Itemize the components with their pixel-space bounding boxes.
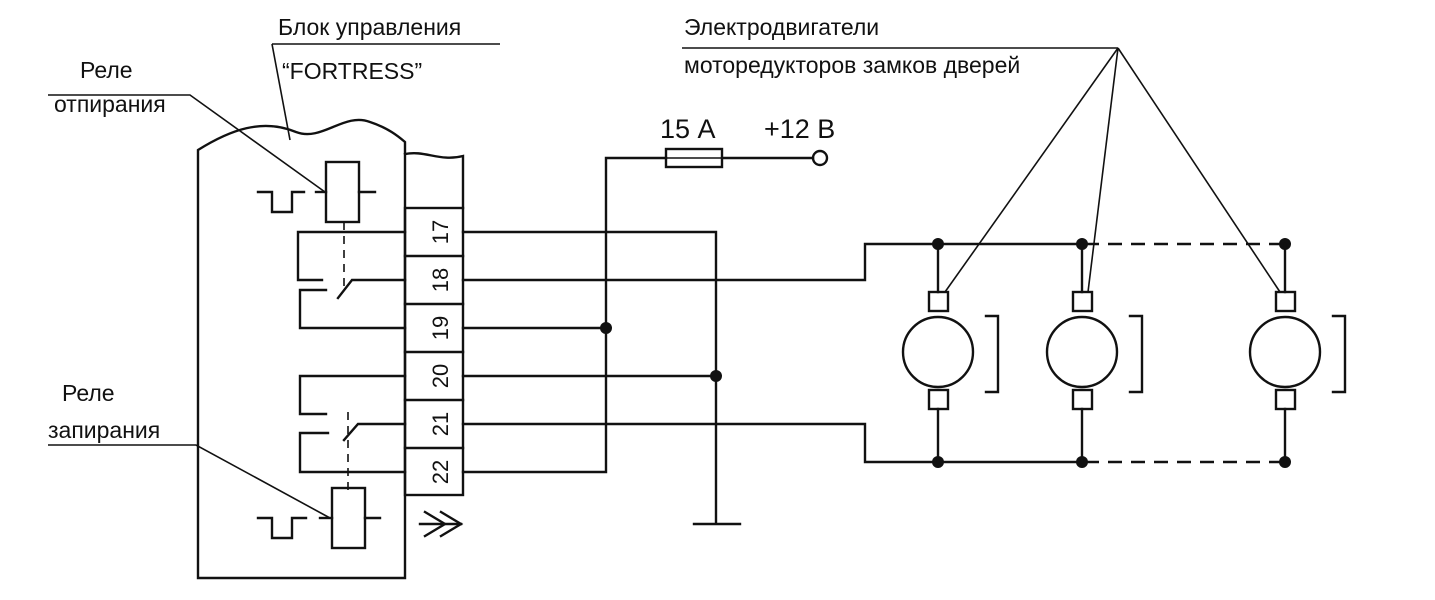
supply-voltage-label: +12 В xyxy=(764,114,835,144)
lock-relay-label-line2: запирания xyxy=(48,417,160,443)
supply-terminal xyxy=(811,149,829,167)
fuse-rating-label: 15 А xyxy=(660,114,716,144)
motor-bus-wiring xyxy=(461,242,1285,464)
pin-19: 19 xyxy=(428,316,453,340)
motor-2 xyxy=(1045,242,1144,464)
control-unit-label-line2: “FORTRESS” xyxy=(282,58,422,84)
control-unit-label-line1: Блок управления xyxy=(278,14,461,40)
pin-21: 21 xyxy=(428,412,453,436)
connector-block xyxy=(403,151,465,497)
svg-text:22: 22 xyxy=(428,460,453,484)
fuse xyxy=(664,147,724,169)
pin-20: 20 xyxy=(428,364,453,388)
svg-text:17: 17 xyxy=(428,220,453,244)
pin-17: 17 xyxy=(428,220,453,244)
motors-label-line1: Электродвигатели xyxy=(684,14,879,40)
lock-relay-coil xyxy=(256,486,382,550)
unlock-relay-contacts xyxy=(296,222,407,330)
ground-wiring xyxy=(461,230,742,526)
motor-1 xyxy=(901,242,1000,464)
unlock-relay-coil xyxy=(256,160,377,224)
control-unit-body xyxy=(196,118,407,580)
svg-text:21: 21 xyxy=(428,412,453,436)
connector-symbol xyxy=(418,510,464,538)
leader-lines xyxy=(48,43,1281,519)
motors-label-line2: моторедукторов замков дверей xyxy=(684,52,1020,78)
motor-3 xyxy=(1248,242,1347,464)
svg-text:20: 20 xyxy=(428,364,453,388)
unlock-relay-label-line2: отпирания xyxy=(54,91,166,117)
unlock-relay-label-line1: Реле xyxy=(80,57,133,83)
svg-text:19: 19 xyxy=(428,316,453,340)
svg-text:18: 18 xyxy=(428,268,453,292)
pin-22: 22 xyxy=(428,460,453,484)
pin-18: 18 xyxy=(428,268,453,292)
lock-relay-contacts xyxy=(298,374,407,490)
junction-dots xyxy=(600,238,1291,468)
lock-relay-label-line1: Реле xyxy=(62,380,115,406)
supply-wiring xyxy=(461,156,815,474)
